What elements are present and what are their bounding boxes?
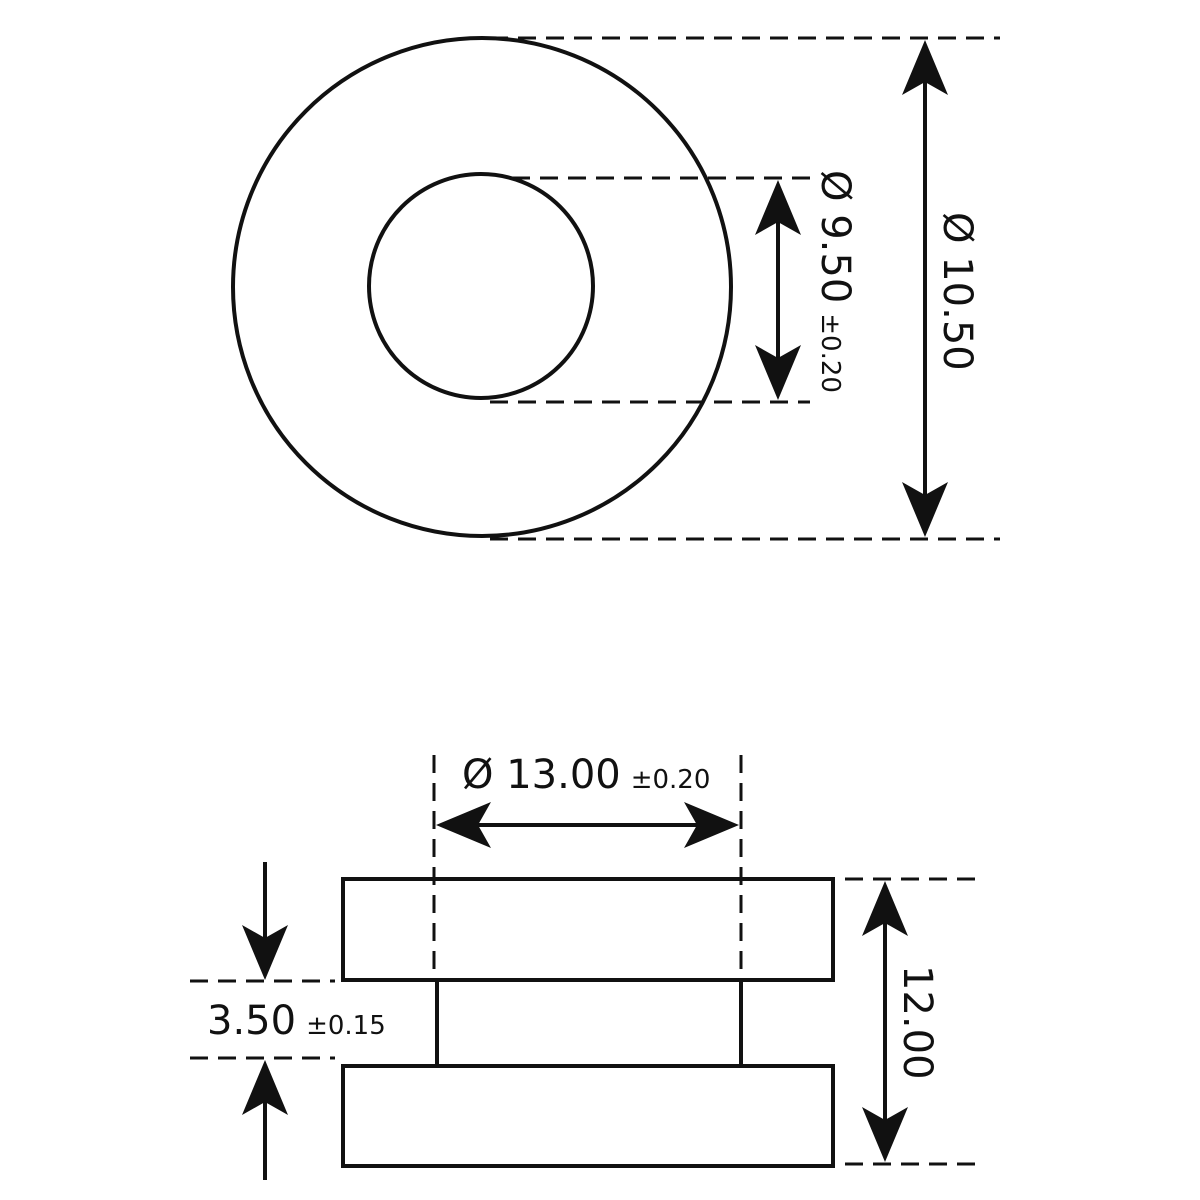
outer-diameter-dimension: Ø 10.50	[934, 212, 980, 371]
side-view: Ø 13.00±0.20 12.00 3.50±0.15	[190, 752, 975, 1180]
top-flange	[341, 877, 835, 982]
top-view: Ø 9.50±0.20 Ø 10.50	[231, 36, 1000, 541]
gap-dimension: 3.50±0.15	[207, 998, 386, 1044]
bottom-flange	[341, 1064, 835, 1168]
gap-arrow-top	[242, 862, 288, 980]
height-dimension: 12.00	[894, 965, 940, 1080]
outer-circle	[231, 36, 733, 538]
inner-diameter-arrow	[755, 180, 801, 400]
height-arrow	[862, 881, 908, 1162]
inner-circle	[367, 172, 595, 400]
width-dimension: Ø 13.00±0.20	[462, 752, 710, 798]
outer-diameter-arrow	[902, 40, 948, 537]
inner-diameter-dimension: Ø 9.50±0.20	[812, 170, 858, 393]
width-arrow	[436, 802, 739, 848]
gap-arrow-bottom	[242, 1060, 288, 1180]
